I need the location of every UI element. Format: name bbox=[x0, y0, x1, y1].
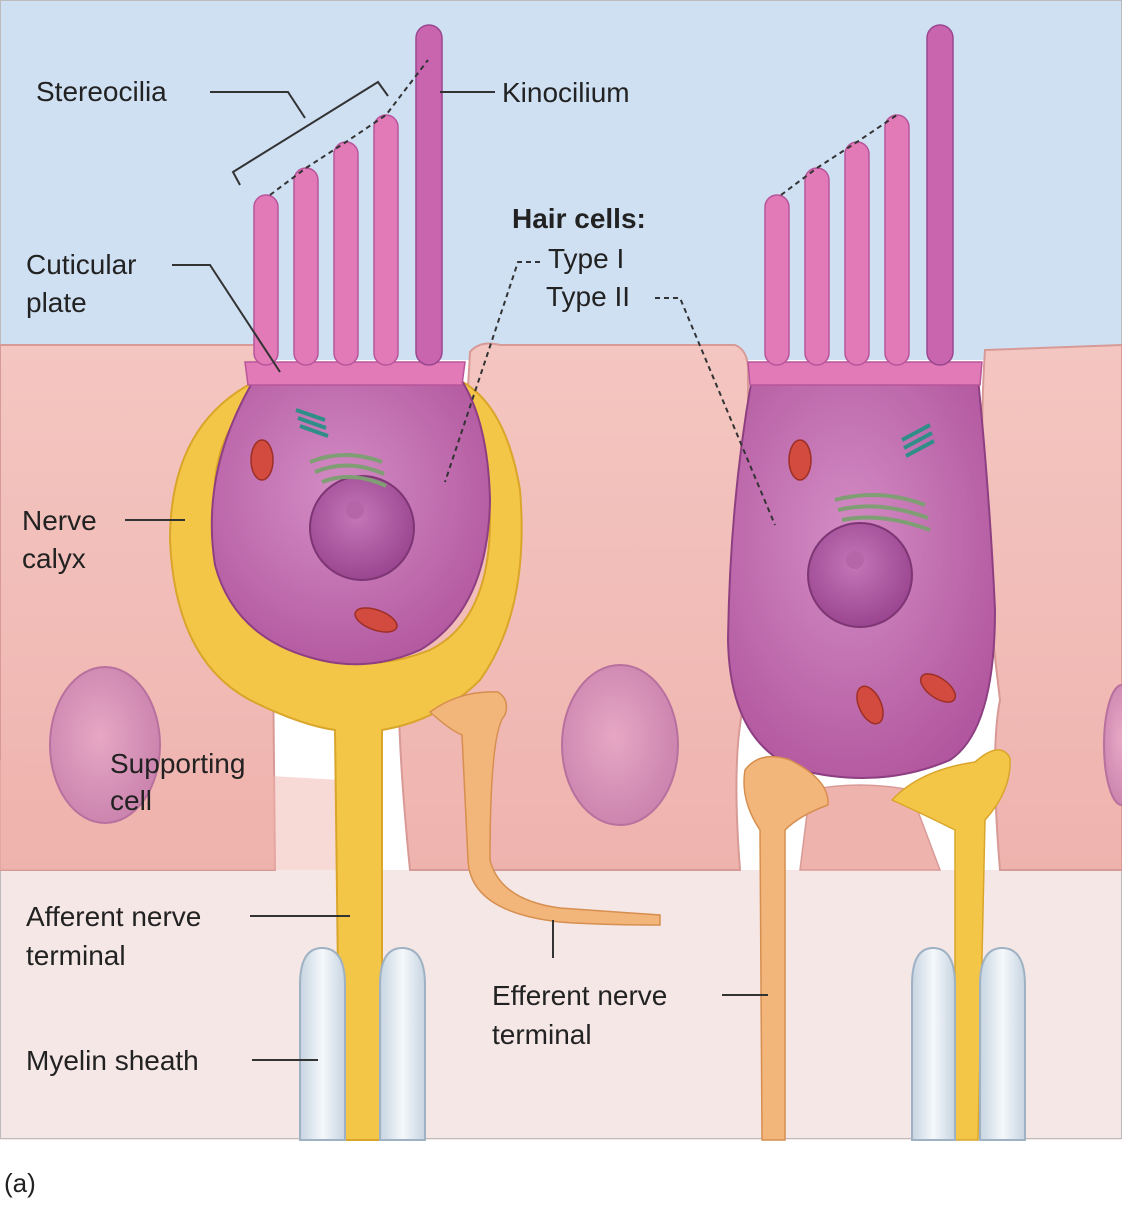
afferent-nerve-fiber bbox=[890, 749, 1011, 1141]
mitochondrion bbox=[250, 439, 274, 481]
basal-body bbox=[295, 408, 329, 438]
supporting-cell-nucleus bbox=[49, 666, 161, 824]
myelin-sheath-label: Myelin sheath bbox=[26, 1045, 199, 1076]
kinocilium bbox=[926, 24, 954, 366]
afferent-nerve-label: Afferent nerve bbox=[26, 901, 201, 932]
mitochondrion bbox=[788, 439, 812, 481]
mitochondrion bbox=[919, 673, 957, 703]
golgi-apparatus bbox=[309, 453, 387, 488]
efferent-nerve-label: terminal bbox=[492, 1019, 592, 1050]
kinocilium bbox=[415, 24, 443, 366]
efferent-nerve-label: Efferent nerve bbox=[492, 980, 667, 1011]
stereocilium bbox=[764, 194, 790, 366]
nucleolus bbox=[346, 501, 364, 519]
cuticular-plate-leader bbox=[172, 264, 281, 373]
type-two-label: Type II bbox=[546, 281, 630, 312]
myelin-sheaths bbox=[299, 946, 1026, 1141]
afferent-nerve-label: terminal bbox=[26, 940, 126, 971]
supporting-cell-nucleus bbox=[1103, 684, 1122, 806]
cuticular-plate-label: Cuticular bbox=[26, 249, 136, 280]
stereocilium bbox=[804, 167, 830, 366]
myelin-sheath-segment bbox=[299, 946, 346, 1141]
stereocilia-leader bbox=[210, 91, 306, 119]
hair-cell-nucleus bbox=[309, 475, 415, 581]
stereocilium bbox=[293, 167, 319, 366]
nucleolus bbox=[846, 551, 864, 569]
leader-lines bbox=[125, 80, 776, 1061]
nerve-calyx-label: Nerve bbox=[22, 505, 97, 536]
stereocilium bbox=[884, 114, 910, 366]
supporting-cell-label: Supporting bbox=[110, 748, 245, 779]
basal-body bbox=[901, 423, 935, 458]
myelin-sheath-segment bbox=[979, 946, 1026, 1141]
tip-links bbox=[269, 59, 429, 196]
kinocilium-label: Kinocilium bbox=[502, 77, 630, 108]
golgi-apparatus bbox=[834, 493, 931, 532]
hair-cell-nucleus bbox=[807, 522, 913, 628]
cuticular-plate bbox=[747, 361, 983, 386]
nerve-calyx-label: calyx bbox=[22, 543, 86, 574]
tip-links bbox=[780, 114, 898, 196]
type-two-leader bbox=[655, 297, 776, 526]
supporting-cell-nucleus bbox=[561, 664, 679, 826]
type-one-leader bbox=[444, 261, 540, 483]
cuticular-plate-label: plate bbox=[26, 287, 87, 318]
type-one-hair-cell bbox=[168, 24, 523, 1141]
supporting-cell-label: cell bbox=[110, 785, 152, 816]
labels: Stereocilia Kinocilium Hair cells: Type … bbox=[4, 76, 667, 1198]
stereocilium bbox=[373, 114, 399, 366]
stereocilium bbox=[844, 141, 870, 366]
efferent-nerve-fiber bbox=[428, 691, 661, 926]
stereocilium bbox=[253, 194, 279, 366]
efferent-nerve-fiber bbox=[743, 755, 829, 1141]
type-one-label: Type I bbox=[548, 243, 624, 274]
mitochondrion bbox=[856, 685, 884, 725]
mitochondrion bbox=[354, 607, 398, 633]
myelin-sheath-segment bbox=[911, 946, 956, 1141]
hair-cells-heading: Hair cells: bbox=[512, 203, 646, 234]
myelin-sheath-segment bbox=[379, 946, 426, 1141]
stereocilium bbox=[333, 141, 359, 366]
cuticular-plate bbox=[244, 361, 466, 386]
type-two-hair-cell bbox=[726, 24, 997, 779]
panel-letter: (a) bbox=[4, 1168, 36, 1198]
stereocilia-label: Stereocilia bbox=[36, 76, 167, 107]
stereocilia-bracket bbox=[231, 80, 389, 186]
